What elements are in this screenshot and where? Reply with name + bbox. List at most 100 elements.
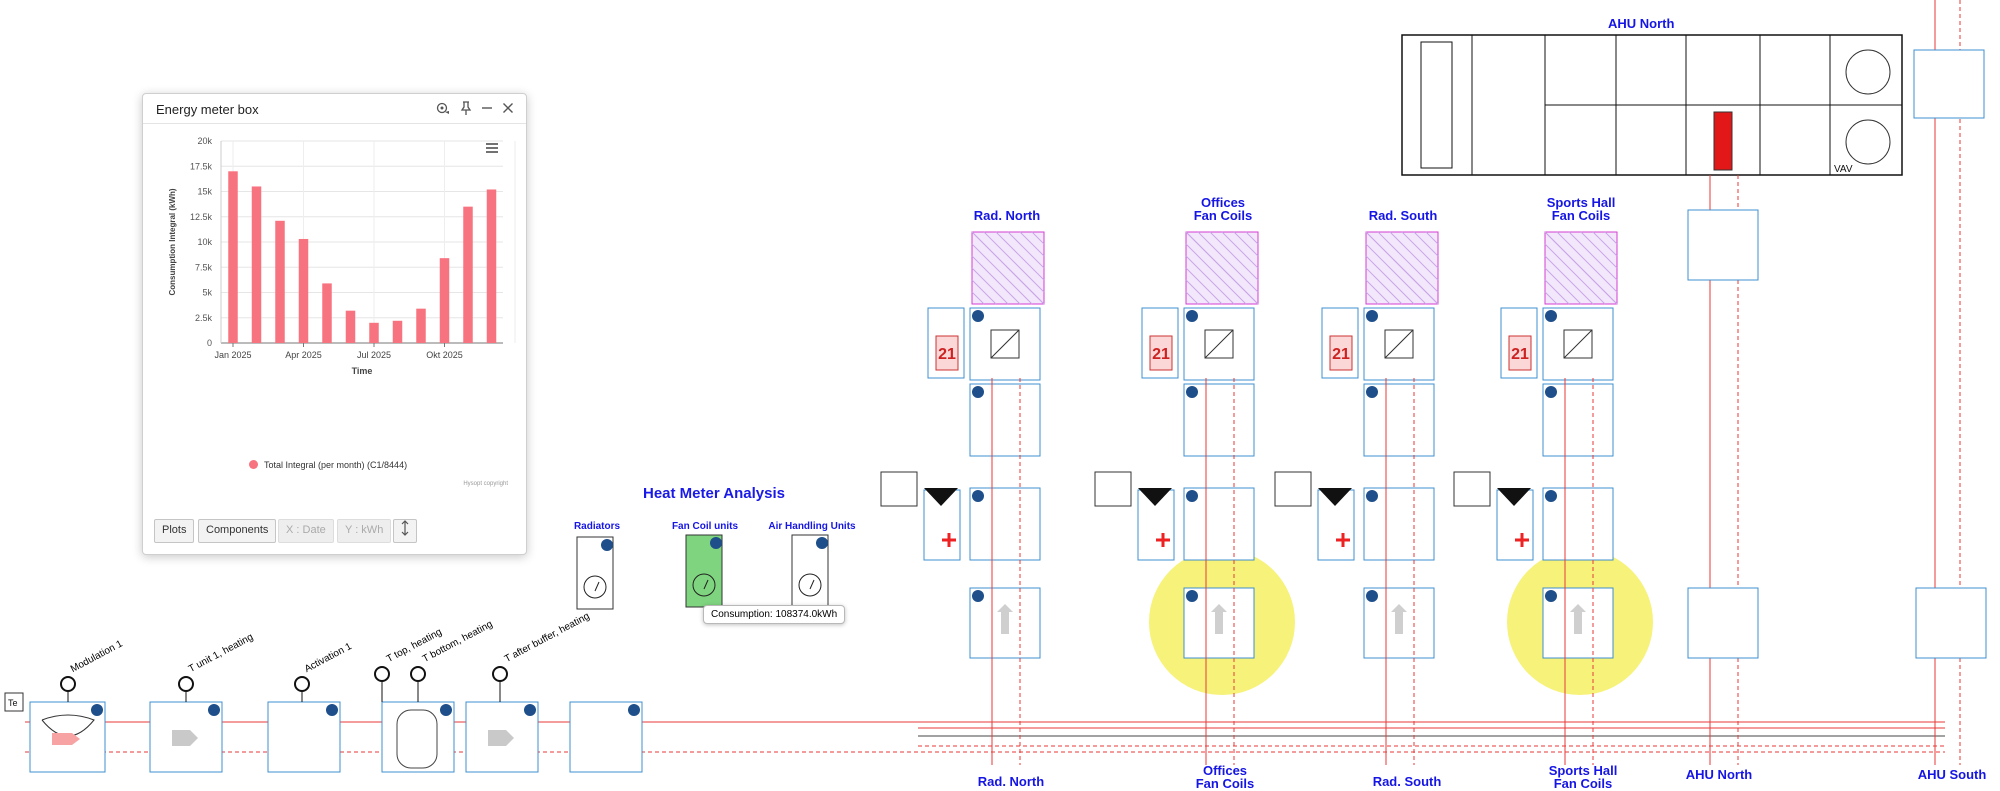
chart-bar bbox=[369, 322, 379, 343]
valve-box bbox=[1913, 49, 1985, 119]
info-badge bbox=[1366, 490, 1378, 502]
info-badge bbox=[1186, 490, 1198, 502]
sensor-bulb bbox=[374, 666, 390, 682]
hatch-line bbox=[1185, 291, 1199, 305]
heat-plus bbox=[1515, 533, 1529, 547]
hatch-line bbox=[1365, 279, 1391, 305]
info-badge bbox=[326, 704, 338, 716]
circuit-bottom-line1: Rad. South bbox=[1372, 774, 1442, 789]
info-badge bbox=[1366, 590, 1378, 602]
info-badge bbox=[710, 537, 722, 549]
meter-group-label: Fan Coil units bbox=[671, 521, 739, 532]
legend-marker bbox=[249, 460, 258, 469]
y-tick-label: 15k bbox=[197, 187, 212, 197]
gauge-icon bbox=[692, 573, 716, 597]
circuit-bottom-label: Rad. North bbox=[956, 775, 1066, 788]
heat-plus bbox=[1156, 533, 1170, 547]
hatch-line bbox=[1413, 231, 1439, 257]
emitter-diag bbox=[990, 329, 1020, 359]
setpoint-value: 21 bbox=[1511, 346, 1529, 363]
chart-bar bbox=[463, 206, 473, 343]
x-tick-label: Jan 2025 bbox=[214, 350, 251, 360]
info-badge bbox=[972, 590, 984, 602]
hatch-line bbox=[1604, 231, 1618, 245]
info-badge bbox=[972, 386, 984, 398]
meter-box bbox=[1687, 587, 1759, 659]
chart-legend[interactable]: Total Integral (per month) (C1/8444) bbox=[249, 460, 407, 470]
chart-bar bbox=[322, 283, 332, 343]
hatch-line bbox=[1007, 231, 1045, 269]
circuit-top-label: Rad. South bbox=[1348, 209, 1458, 222]
curve-box bbox=[880, 471, 918, 507]
circuit-top-line1: Offices bbox=[1200, 195, 1246, 210]
hatch-line bbox=[1233, 231, 1259, 257]
plots-button[interactable]: Plots bbox=[154, 519, 195, 543]
hatch-line bbox=[1425, 231, 1439, 245]
info-badge bbox=[972, 310, 984, 322]
settings-gear-icon[interactable] bbox=[434, 99, 452, 117]
circuit-bottom-line1: Sports Hall bbox=[1548, 763, 1618, 778]
info-badge bbox=[440, 704, 452, 716]
hatch-line bbox=[995, 231, 1045, 281]
chart-bar bbox=[345, 310, 356, 343]
gauge-needle bbox=[594, 581, 600, 592]
hatch-line bbox=[1580, 231, 1618, 269]
chart-bar bbox=[416, 308, 426, 343]
resize-axis-button[interactable] bbox=[393, 519, 417, 543]
circuit-top-line1: Sports Hall bbox=[1546, 195, 1616, 210]
hatch-line bbox=[1185, 267, 1223, 305]
components-button[interactable]: Components bbox=[198, 519, 277, 543]
minimize-icon[interactable] bbox=[478, 99, 496, 117]
meter-group-label: Air Handling Units bbox=[768, 521, 856, 532]
info-badge bbox=[1545, 590, 1557, 602]
info-badge bbox=[1545, 490, 1557, 502]
sensor-bulb bbox=[492, 666, 508, 682]
gauge-needle bbox=[703, 579, 709, 590]
hatch-line bbox=[1365, 267, 1403, 305]
hatch-line bbox=[1019, 231, 1045, 257]
hatch-line bbox=[1245, 231, 1259, 245]
heat-meter-analysis-title: Heat Meter Analysis bbox=[643, 485, 786, 502]
close-icon[interactable] bbox=[499, 99, 517, 117]
hatch-line bbox=[1185, 243, 1247, 305]
chart-menu-icon[interactable] bbox=[483, 139, 501, 157]
window-header[interactable]: Energy meter box bbox=[143, 94, 526, 124]
flow-arrow bbox=[1391, 604, 1407, 634]
chart-bar bbox=[439, 258, 450, 343]
pin-icon[interactable] bbox=[457, 99, 475, 117]
x-tick-label: Apr 2025 bbox=[285, 350, 322, 360]
hatch-line bbox=[1221, 231, 1259, 269]
sensor-bulb bbox=[178, 676, 194, 692]
legend-series-name: Total Integral (per month) (C1/8444) bbox=[264, 460, 408, 470]
weather-symbol bbox=[1138, 488, 1172, 506]
circuit-top-label: Rad. North bbox=[952, 209, 1062, 222]
weather-symbol bbox=[1497, 488, 1531, 506]
hatch-line bbox=[971, 279, 997, 305]
x-axis-button[interactable]: X : Date bbox=[278, 519, 334, 543]
consumption-tooltip: Consumption: 108374.0kWh bbox=[703, 605, 846, 624]
hatch-line bbox=[1556, 231, 1618, 293]
hatch-line bbox=[1197, 231, 1259, 293]
curve-box bbox=[1274, 471, 1312, 507]
chart-bar bbox=[251, 186, 262, 343]
setpoint-value: 21 bbox=[1152, 346, 1170, 363]
gauge-icon bbox=[583, 575, 607, 599]
info-badge bbox=[1366, 386, 1378, 398]
y-axis-button[interactable]: Y : kWh bbox=[337, 519, 392, 543]
y-tick-label: 5k bbox=[202, 288, 212, 298]
hatch-line bbox=[1544, 255, 1594, 305]
y-axis-title: Consumption Integral (kWh) bbox=[168, 188, 177, 295]
flow-arrow bbox=[997, 604, 1013, 634]
heat-exchanger bbox=[41, 714, 95, 737]
setpoint-display bbox=[1149, 335, 1173, 371]
flow-arrow bbox=[1211, 604, 1227, 634]
hatch-line bbox=[1401, 231, 1439, 269]
circuit-top-line2: Fan Coils bbox=[1551, 208, 1611, 223]
info-badge bbox=[208, 704, 220, 716]
weather-symbol bbox=[1318, 488, 1352, 506]
